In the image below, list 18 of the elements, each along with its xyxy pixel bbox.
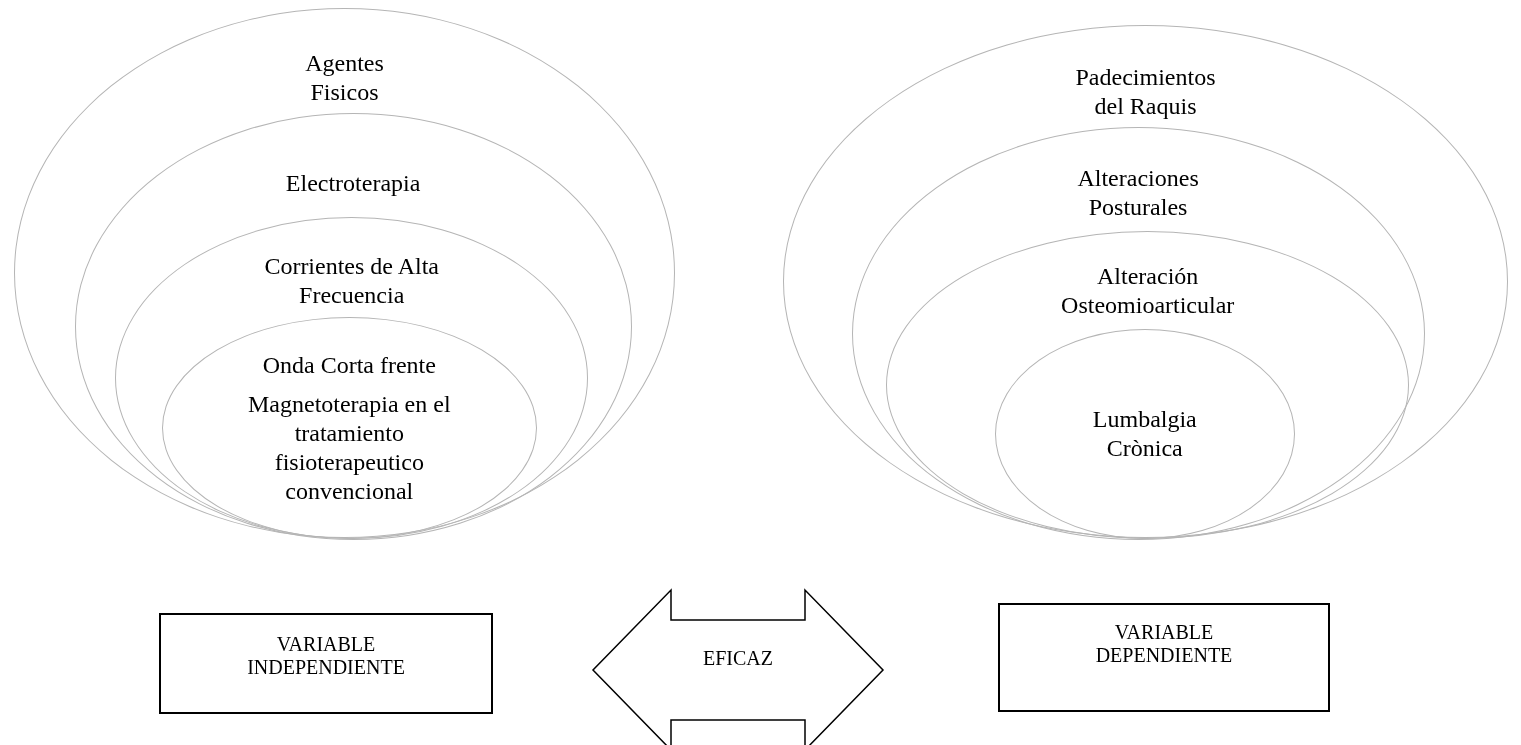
edge-label: EFICAZ — [703, 646, 773, 670]
node-label: Agentes Fisicos — [304, 49, 385, 107]
double-block-arrow — [591, 588, 885, 745]
ellipse — [783, 25, 1508, 538]
node-label: Alteración Osteomioarticular — [1060, 262, 1236, 321]
variable-box — [159, 613, 493, 714]
node-label: Electroterapia — [284, 168, 422, 198]
node-label: Lumbalgia Crònica — [1091, 404, 1198, 463]
node-label: VARIABLE INDEPENDIENTE — [246, 633, 406, 679]
ellipse — [74, 112, 632, 540]
node-label: VARIABLE DEPENDIENTE — [1094, 621, 1234, 667]
node-label: Magnetoterapia en el tratamiento fisioterapeutico convencional — [247, 389, 452, 506]
variable-box — [998, 603, 1330, 712]
node-label: Onda Corta frente — [261, 350, 437, 380]
ellipse — [851, 126, 1425, 540]
node-label: Padecimientos del Raquis — [1074, 63, 1217, 121]
node-label: Alteraciones Posturales — [1076, 163, 1200, 222]
node-label: Corrientes de Alta Frecuencia — [263, 252, 440, 311]
